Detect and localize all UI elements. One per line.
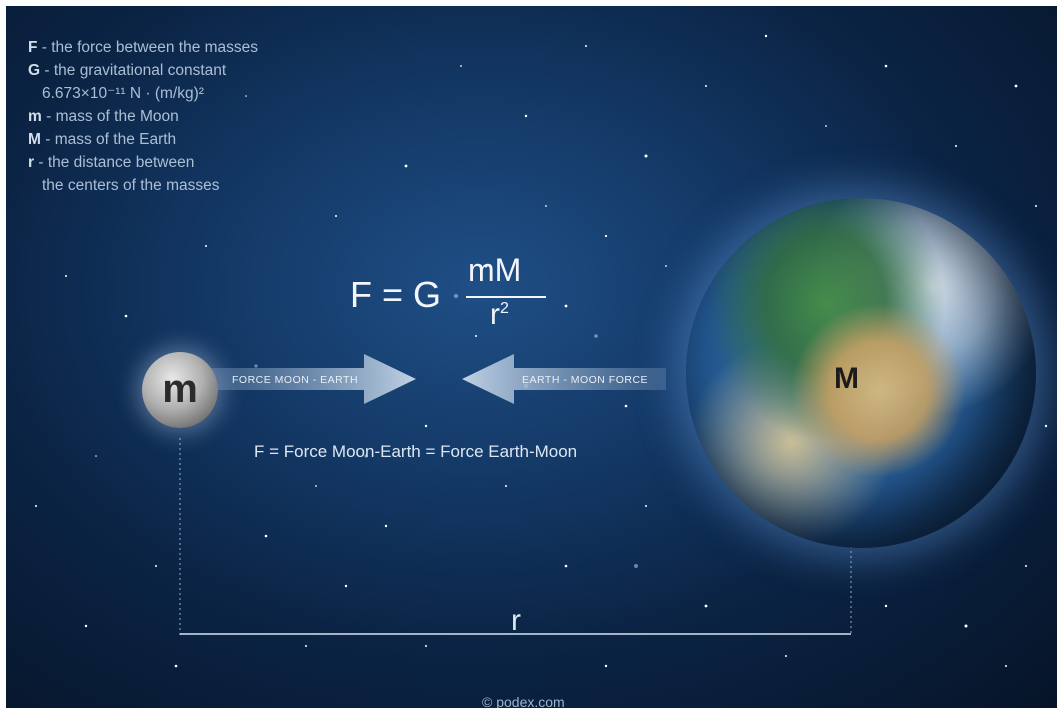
legend-row-distance-cont: the centers of the masses (42, 177, 220, 194)
force-arrows (179, 354, 852, 636)
arrow-earth-to-moon (462, 354, 666, 404)
image-credit: © podex.com (482, 694, 565, 708)
earth: M (686, 198, 1036, 548)
diagram-frame: F - the force between the masses G - the… (6, 6, 1057, 708)
legend-row-constant: G - the gravitational constant (28, 62, 227, 79)
legend-row-force: F - the force between the masses (28, 39, 259, 56)
legend-row-moon-mass: m - mass of the Moon (28, 108, 179, 125)
formula-lhs: F = G (350, 274, 442, 315)
moon: m (142, 352, 218, 428)
moon-label: m (162, 367, 198, 411)
legend-row-earth-mass: M - mass of the Earth (28, 131, 177, 148)
arrow-left-label: FORCE MOON - EARTH (232, 374, 359, 386)
arrow-moon-to-earth (206, 354, 416, 404)
legend: F - the force between the masses G - the… (28, 36, 258, 197)
force-equality: F = Force Moon-Earth = Force Earth-Moon (254, 442, 578, 461)
legend-row-distance: r - the distance between (28, 154, 195, 171)
earth-label: M (834, 362, 859, 395)
legend-row-constant-value: 6.673×10⁻¹¹ N · (m/kg)² (42, 85, 204, 102)
formula-numerator: mM (468, 252, 522, 288)
starfield (35, 34, 1048, 668)
formula-denominator: r2 (490, 298, 509, 331)
formula-fraction-bar (466, 296, 546, 298)
distance-label: r (511, 604, 521, 637)
arrow-right-label: EARTH - MOON FORCE (522, 374, 649, 386)
